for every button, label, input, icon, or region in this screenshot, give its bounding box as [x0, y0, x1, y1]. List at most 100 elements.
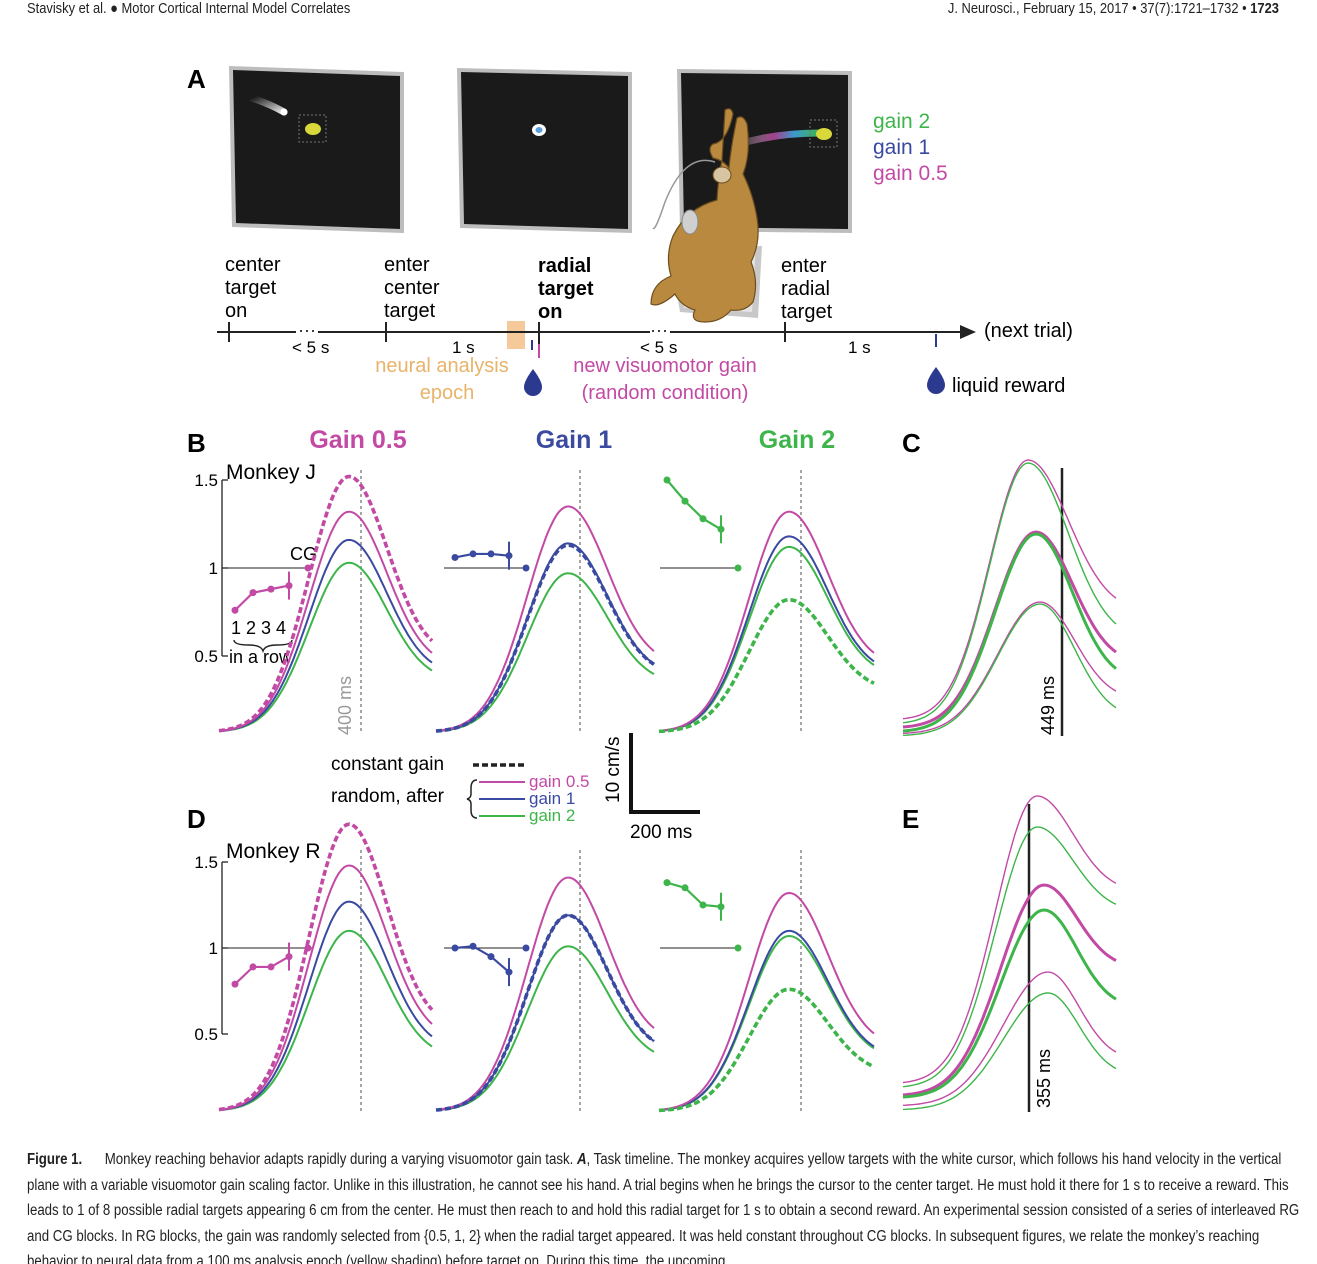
adaptation-point	[469, 550, 477, 558]
screen-center-target	[229, 66, 404, 233]
panel-b-velocity-profiles: Monkey J CG 1 2 3 4 in a row 400 ms 1.51…	[194, 461, 875, 735]
timeline-event-label: center	[384, 277, 440, 299]
y-tick-label: 1	[209, 559, 218, 578]
random-gain-curve	[658, 545, 875, 733]
legend-item-label: gain 1	[529, 789, 575, 808]
constant-gain-curve	[658, 987, 875, 1113]
duration-label-3: < 5 s	[640, 338, 677, 357]
gain-change-label-line1: new visuomotor gain	[573, 355, 756, 377]
adaptation-point	[681, 497, 689, 505]
adaptation-point	[699, 901, 707, 909]
random-gain-curve	[658, 510, 875, 732]
overlay-curve	[902, 908, 1117, 1099]
legend-item-label: gain 2	[529, 806, 575, 825]
task-timeline: ··· ··· centertargetonentercentertargetr…	[217, 254, 1073, 404]
random-gain-curve	[218, 538, 433, 732]
header-page-number: 1723	[1250, 0, 1279, 17]
caption-bold-a: A	[576, 1151, 587, 1168]
adaptation-point	[699, 515, 707, 523]
adaptation-series	[234, 584, 290, 612]
panel-label-e: E	[902, 804, 919, 834]
timeline-event-label: target	[225, 277, 277, 299]
time-marker-label-b: 400 ms	[335, 676, 355, 735]
adaptation-point	[487, 550, 495, 558]
figure-1: A	[187, 64, 1117, 1113]
y-tick-label: 0.5	[194, 1025, 218, 1044]
duration-label-1: < 5 s	[292, 338, 329, 357]
monkey-illustration	[650, 108, 762, 323]
in-a-row-label: in a row	[229, 647, 293, 667]
panel-label-d: D	[187, 804, 206, 834]
random-gain-curve	[658, 929, 875, 1112]
random-gain-curve	[658, 934, 875, 1112]
overlay-curve	[902, 601, 1117, 734]
timeline-event-label: target	[384, 300, 436, 322]
overlay-curve	[902, 795, 1117, 1084]
cg-point	[734, 564, 742, 572]
adaptation-point	[231, 980, 239, 988]
adaptation-point	[663, 476, 671, 484]
adaptation-point	[451, 553, 459, 561]
timeline-event-label: target	[781, 301, 833, 323]
reward-label: liquid reward	[952, 375, 1065, 397]
reward-drop-icon	[524, 369, 542, 396]
y-tick-label: 1.5	[194, 471, 218, 490]
adaptation-series	[666, 479, 722, 531]
figure-caption: Figure 1. Monkey reaching behavior adapt…	[27, 1147, 1301, 1264]
overlay-curve	[902, 603, 1117, 736]
overlay-curve	[902, 826, 1117, 1088]
timeline-event-label: radial	[781, 278, 830, 300]
epoch-label-line1: neural analysis	[375, 355, 508, 377]
timeline-event-label: enter	[781, 255, 827, 277]
constant-gain-curve	[218, 474, 434, 733]
panel-d-velocity-profiles: Monkey R 1.510.5	[194, 822, 875, 1113]
y-tick-label: 1.5	[194, 853, 218, 872]
overlay-curve	[902, 462, 1117, 724]
panel-label-c: C	[902, 428, 921, 458]
overlay-curve	[902, 971, 1117, 1106]
cg-point	[522, 944, 530, 952]
svg-text:···: ···	[650, 320, 668, 340]
constant-gain-curve	[218, 822, 434, 1112]
duration-label-2: 1 s	[452, 338, 475, 357]
cg-point	[522, 564, 530, 572]
y-tick-label: 1	[209, 939, 218, 958]
caption-text-2: , Task timeline. The monkey acquires yel…	[27, 1151, 1300, 1264]
caption-figure-label: Figure 1.	[27, 1151, 83, 1168]
panel-label-a: A	[187, 64, 206, 94]
overlay-curve	[902, 530, 1117, 729]
constant-gain-curve	[435, 913, 656, 1112]
monkey-j-label: Monkey J	[226, 461, 316, 484]
reward-drop-legend-icon	[927, 367, 945, 394]
overlay-curve	[902, 532, 1117, 733]
next-trial-label: (next trial)	[984, 320, 1073, 342]
title-gain-1: Gain 1	[536, 426, 613, 454]
trial-number-labels: 1 2 3 4	[231, 618, 286, 638]
adaptation-series	[454, 552, 510, 559]
epoch-label-line2: epoch	[420, 382, 475, 404]
adaptation-point	[267, 963, 275, 971]
adaptation-series	[666, 881, 722, 908]
random-gain-curve	[218, 900, 433, 1111]
legend-item-label: gain 0.5	[529, 772, 590, 791]
legend-brace	[466, 779, 478, 819]
screen-hold-center	[457, 68, 632, 233]
timeline-event-label: on	[538, 301, 562, 323]
random-gain-curve	[435, 945, 655, 1112]
header-journal: J. Neurosci., February 15, 2017 • 37(7):…	[947, 0, 1247, 17]
adaptation-point	[469, 942, 477, 950]
timeline-arrowhead	[960, 325, 976, 339]
timeline-event-label: target	[538, 278, 594, 300]
svg-text:···: ···	[298, 320, 316, 340]
line-style-legend: constant gain random, after gain 0.5gain…	[331, 754, 590, 825]
overlay-curve	[902, 992, 1117, 1111]
adaptation-series	[234, 955, 290, 985]
adaptation-point	[663, 879, 671, 887]
random-gain-curve	[218, 561, 433, 733]
adaptation-point	[249, 589, 257, 597]
random-gain-curve	[658, 535, 875, 732]
timeline-event-label: center	[225, 254, 281, 276]
adaptation-point	[249, 963, 257, 971]
running-header-left: Stavisky et al. ● Motor Cortical Interna…	[27, 0, 350, 17]
